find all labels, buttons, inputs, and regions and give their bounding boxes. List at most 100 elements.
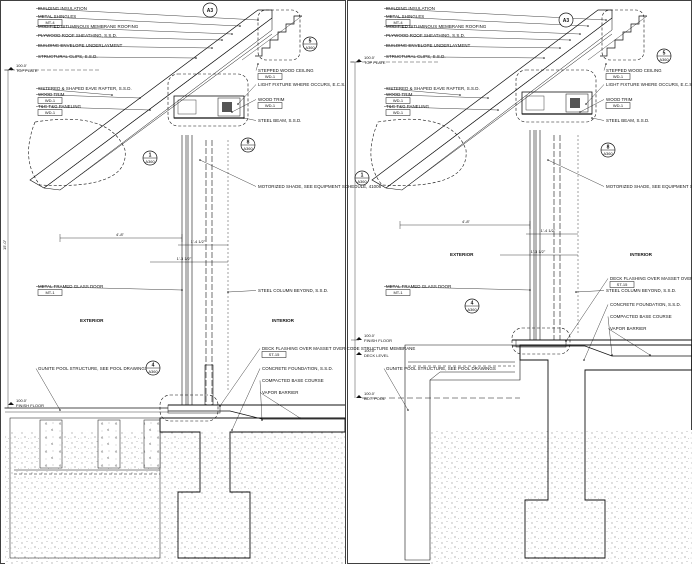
- left-left-label-3-tag: MT-1: [45, 290, 55, 295]
- right-foundation-label-2: COMPACTED BASE COURSE: [607, 314, 672, 356]
- right-zone-interior: INTERIOR: [630, 252, 653, 257]
- left-top-label-4: BUILDING ENVELOPE UNDERLAYMENT: [35, 43, 213, 49]
- svg-text:A360: A360: [148, 369, 158, 374]
- left-top-label-1-text: METAL SHINGLES: [38, 14, 76, 19]
- left-top-label-2-text: MODIFIED BITUMINOUS MEMBRANE ROOFING: [38, 24, 139, 29]
- left-foundation-label-0-tag: ST-15: [269, 352, 280, 357]
- right-top-label-3: PLYWOOD ROOF SHEATHING, S.S.D.: [383, 33, 571, 41]
- left-left-label-2-text: T&G T&G PANELING: [38, 104, 82, 109]
- left-right-label-3: STEEL BEAM, S.S.D.: [243, 117, 301, 123]
- left-level-1: 100.0'FINISH FLOOR: [8, 398, 44, 408]
- right-right-label-4: MOTORIZED SHADE, SEE EQUIPMENT SCHEDULE,…: [547, 159, 692, 189]
- right-ground-gravel: [430, 430, 692, 564]
- right-left-label-0-text: SISTERED & SHAPED EAVE RAFTER, S.S.D.: [386, 86, 480, 91]
- right-dim3: 1'-3 1/2": [531, 249, 546, 254]
- right-top-label-5-text: STRUCTURAL CLIPS, S.S.D.: [386, 54, 446, 59]
- left-left-label-1-text: WOOD TRIM: [38, 92, 65, 97]
- right-foundation-label-0-tag: ST-15: [617, 282, 628, 287]
- left-right-label-0-text: STEPPED WOOD CEILING: [258, 68, 314, 73]
- left-right-label-3-text: STEEL BEAM, S.S.D.: [258, 118, 301, 123]
- svg-text:A360: A360: [357, 179, 367, 184]
- svg-text:100.0': 100.0': [364, 55, 375, 60]
- right-right-label-3: STEEL BEAM, S.S.D.: [591, 117, 649, 123]
- left-foundation-label-0-text: DECK FLASHING OVER MASSET OVER CODE STRU…: [262, 346, 415, 351]
- left-concrete-foundation: [159, 417, 346, 559]
- right-right-label-1: LIGHT FIXTURE WHERE OCCURS, E.C.S.: [585, 82, 692, 105]
- right-top-label-2: MODIFIED BITUMINOUS MEMBRANE ROOFING: [383, 24, 581, 35]
- right-top-label-2-text: MODIFIED BITUMINOUS MEMBRANE ROOFING: [386, 24, 487, 29]
- left-foundation-label-2: COMPACTED BASE COURSE: [259, 378, 324, 421]
- svg-text:1: 1: [149, 153, 152, 159]
- right-right-label-4-text: MOTORIZED SHADE, SEE EQUIPMENT SCHEDULE,…: [606, 184, 692, 189]
- right-foundation-label-1: CONCRETE FOUNDATION, S.S.D.: [583, 302, 681, 361]
- left-top-label-4-text: BUILDING ENVELOPE UNDERLAYMENT: [38, 43, 123, 48]
- svg-text:5: 5: [309, 39, 312, 45]
- svg-text:A360: A360: [603, 151, 613, 156]
- left-foundation-label-0: DECK FLASHING OVER MASSET OVER CODE STRU…: [219, 346, 415, 407]
- right-top-label-0-text: BUILDING INSULATION: [386, 6, 435, 11]
- left-zone-exterior: EXTERIOR: [80, 318, 104, 323]
- left-roof-shingles: [29, 9, 273, 189]
- svg-text:100.0': 100.0': [16, 63, 27, 68]
- left-right-label-1-text: LIGHT FIXTURE WHERE OCCURS, E.C.S.: [258, 82, 346, 87]
- left-top-label-0: BUILDING INSULATION: [35, 6, 259, 21]
- right-dim1: 4'-8": [462, 219, 471, 224]
- left-right-label-2-text: WOOD TRIM: [258, 97, 285, 102]
- left-zone-interior: INTERIOR: [272, 318, 295, 323]
- svg-text:A360: A360: [305, 45, 315, 50]
- right-roof-shingles: [371, 9, 613, 189]
- right-wall-section: [350, 9, 692, 564]
- right-top-label-3-text: PLYWOOD ROOF SHEATHING, S.S.D.: [386, 33, 465, 38]
- left-left-label-4-text: GUNITE POOL STRUCTURE, SEE POOL DRAWINGS: [38, 366, 148, 371]
- right-foundation-label-1-text: CONCRETE FOUNDATION, S.S.D.: [610, 302, 681, 307]
- right-level-3: 100.0'BOT. POOL: [356, 391, 386, 401]
- right-left-label-3-tag: MT-1: [393, 290, 403, 295]
- left-left-label-0-text: SISTERED & SHAPED EAVE RAFTER, S.S.D.: [38, 86, 132, 91]
- right-level-2: 100.0'DECK LEVEL: [356, 348, 389, 358]
- svg-text:FINISH FLOOR: FINISH FLOOR: [364, 338, 392, 343]
- right-dim2: 1'-4 1/2": [541, 228, 556, 233]
- right-left-label-1-tag: WD-1: [393, 98, 404, 103]
- left-callout-0: A3: [202, 2, 218, 18]
- left-dim2: 1'-4 1/2": [191, 239, 206, 244]
- left-foundation-label-2-text: COMPACTED BASE COURSE: [262, 378, 324, 383]
- left-left-label-0: SISTERED & SHAPED EAVE RAFTER, S.S.D.: [35, 86, 132, 96]
- left-top-label-5: STRUCTURAL CLIPS, S.S.D.: [35, 54, 197, 59]
- right-foundation-label-3-text: VAPOR BARRIER: [610, 326, 646, 331]
- left-top-label-5-text: STRUCTURAL CLIPS, S.S.D.: [38, 54, 98, 59]
- right-foundation-label-0: DECK FLASHING OVER MASSET OVER CODE STRU…: [565, 276, 692, 342]
- left-left-label-3-text: METAL FRAMED GLASS DOOR: [38, 284, 103, 289]
- svg-text:TOP PLATE: TOP PLATE: [364, 60, 386, 65]
- left-dim-height: 15'-0": [2, 239, 7, 250]
- right-callout-0: A3: [558, 12, 574, 28]
- right-right-label-2-tag: WD-1: [613, 103, 624, 108]
- left-foundation-label-1: CONCRETE FOUNDATION, S.S.D.: [231, 366, 333, 431]
- left-top-label-3: PLYWOOD ROOF SHEATHING, S.S.D.: [35, 33, 223, 41]
- right-right-label-2-text: WOOD TRIM: [606, 97, 633, 102]
- left-left-label-1-tag: WD-1: [45, 98, 56, 103]
- right-top-label-1-tag: MT-4: [393, 20, 403, 25]
- svg-text:100.0': 100.0': [364, 333, 375, 338]
- right-level-0: 100.0'TOP PLATE: [356, 55, 386, 65]
- right-left-label-1-text: WOOD TRIM: [386, 92, 413, 97]
- svg-text:A3: A3: [207, 8, 214, 14]
- svg-text:100.0': 100.0': [16, 398, 27, 403]
- svg-text:4: 4: [152, 363, 155, 369]
- left-right-label-4-text: MOTORIZED SHADE, SEE EQUIPMENT SCHEDULE,…: [258, 184, 382, 189]
- right-left-label-0: SISTERED & SHAPED EAVE RAFTER, S.S.D.: [383, 86, 480, 96]
- right-left-label-2-tag: WD-1: [393, 110, 404, 115]
- svg-text:A360: A360: [659, 57, 669, 62]
- svg-text:4: 4: [471, 301, 474, 307]
